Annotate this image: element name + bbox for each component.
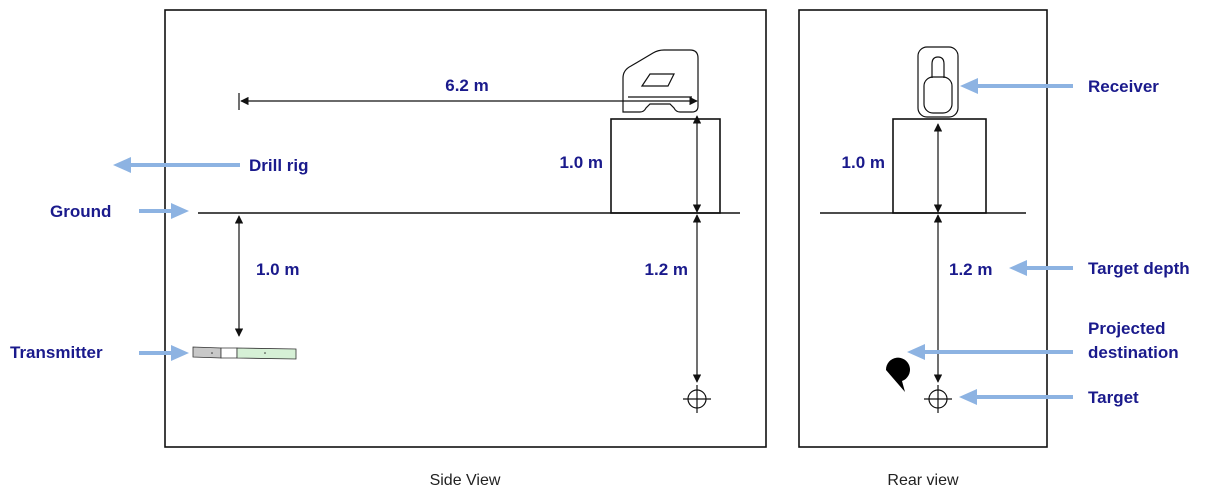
rear-target-icon xyxy=(924,385,952,413)
target-label: Target xyxy=(1088,388,1139,407)
projected-destination-pointer-arrow xyxy=(907,344,1073,360)
side-receiver-height-label: 1.0 m xyxy=(560,153,603,172)
drill-rig-pointer-arrow xyxy=(113,157,240,173)
side-view-caption: Side View xyxy=(430,472,501,489)
projected-destination-label-line2: destination xyxy=(1088,343,1179,362)
transmitter-depth-label: 1.0 m xyxy=(256,260,299,279)
receiver-rear-icon xyxy=(917,46,959,118)
horizontal-distance-label: 6.2 m xyxy=(445,76,488,95)
projected-destination-icon xyxy=(885,357,910,392)
receiver-pointer-arrow xyxy=(960,78,1073,94)
target-depth-label: Target depth xyxy=(1088,259,1190,278)
side-view-panel: 6.2 m 1.0 m 1.2 m 1.0 m Drill rig xyxy=(10,9,767,489)
transmitter-label: Transmitter xyxy=(10,343,103,362)
target-depth-pointer-arrow xyxy=(1009,260,1073,276)
drill-rig-label: Drill rig xyxy=(249,156,309,175)
ground-label: Ground xyxy=(50,202,111,221)
rear-receiver-stand xyxy=(892,118,987,214)
side-receiver-stand xyxy=(610,118,721,214)
rear-receiver-height-label: 1.0 m xyxy=(842,153,885,172)
rear-view-panel: 1.0 m 1.2 m Receiver Target depth P xyxy=(798,9,1190,489)
projected-destination-label-line1: Projected xyxy=(1088,319,1165,338)
transmitter-icon xyxy=(192,346,297,360)
receiver-side-icon xyxy=(622,49,699,113)
side-target-icon xyxy=(683,385,711,413)
side-view-frame xyxy=(164,9,767,448)
transmitter-pointer-arrow xyxy=(139,345,189,361)
side-target-depth-label: 1.2 m xyxy=(645,260,688,279)
rear-view-frame xyxy=(798,9,1048,448)
rear-target-depth-label: 1.2 m xyxy=(949,260,992,279)
target-pointer-arrow xyxy=(959,389,1073,405)
receiver-label: Receiver xyxy=(1088,77,1159,96)
rear-view-caption: Rear view xyxy=(887,472,959,489)
ground-pointer-arrow xyxy=(139,203,189,219)
